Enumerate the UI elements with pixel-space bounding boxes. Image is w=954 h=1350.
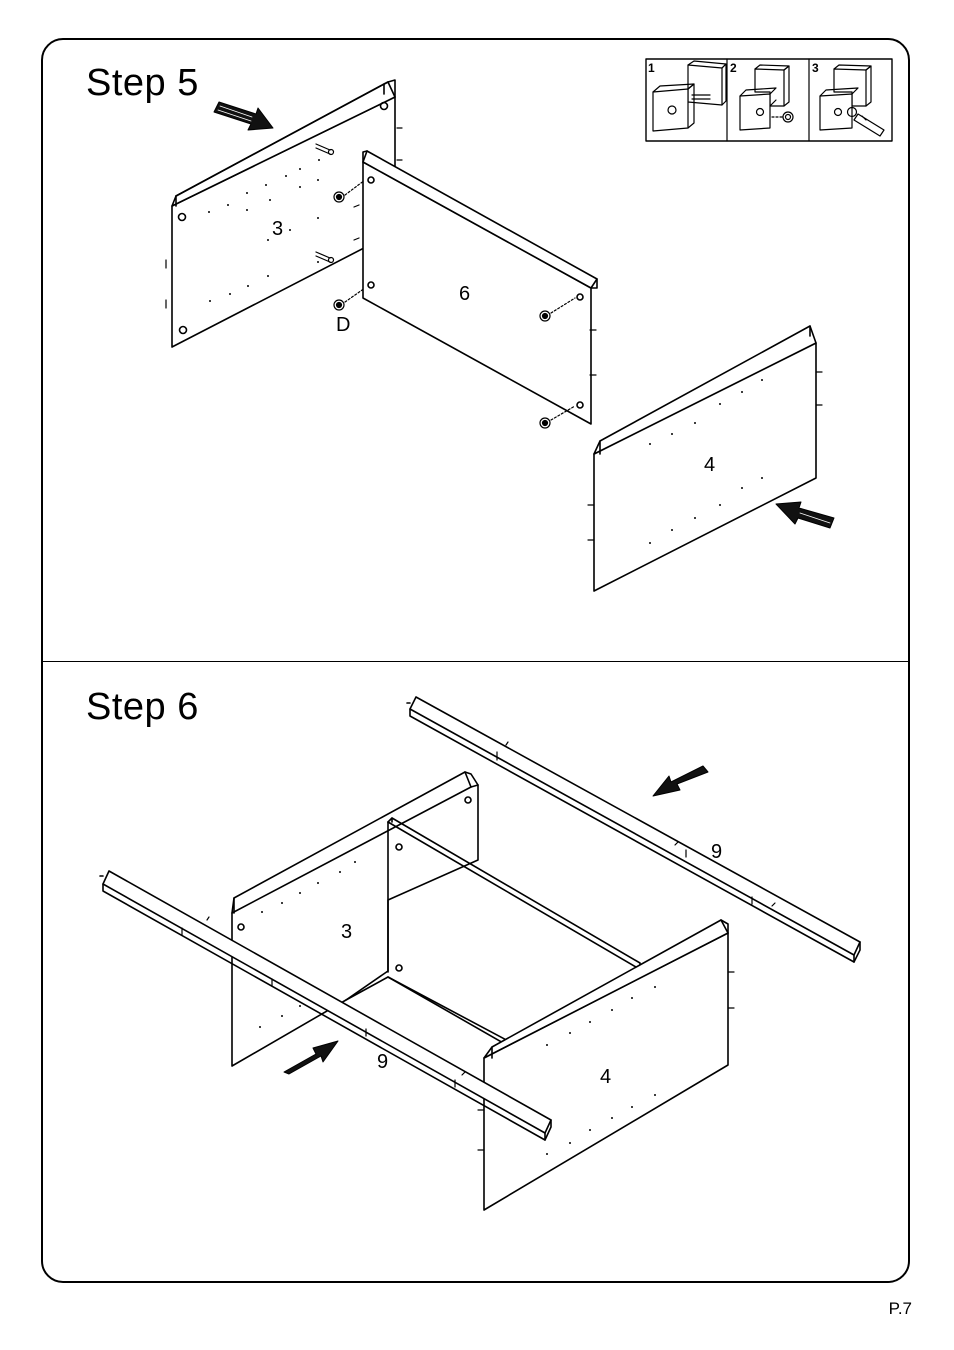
part-label-6: 6	[459, 283, 470, 305]
inset-cell-2-icon	[740, 65, 793, 130]
right-side-panel-step6	[478, 920, 734, 1210]
arrow-to-right-panel-icon	[776, 502, 834, 528]
arrow-to-front-rail-icon	[284, 1041, 338, 1074]
part-label-4-step6: 4	[600, 1066, 611, 1088]
part-label-3-step6: 3	[341, 921, 352, 943]
part-label-4-step5: 4	[704, 454, 715, 476]
part-label-D: D	[336, 314, 350, 336]
part-label-9-front: 9	[377, 1051, 388, 1073]
inset-step-3-label: 3	[812, 61, 819, 75]
arrow-to-left-panel-icon	[214, 102, 273, 130]
cam-lock-inset: 1 2 3	[646, 59, 892, 141]
part-label-3-step5: 3	[272, 218, 283, 240]
inset-cell-3-icon	[820, 65, 884, 136]
inset-cell-1-icon	[653, 61, 726, 131]
inset-step-1-label: 1	[648, 61, 655, 75]
inset-step-2-label: 2	[730, 61, 737, 75]
arrow-to-rear-rail-icon	[653, 766, 708, 796]
page-number: P.7	[889, 1299, 912, 1319]
back-panel	[363, 151, 597, 424]
part-label-9-rear: 9	[711, 841, 722, 863]
